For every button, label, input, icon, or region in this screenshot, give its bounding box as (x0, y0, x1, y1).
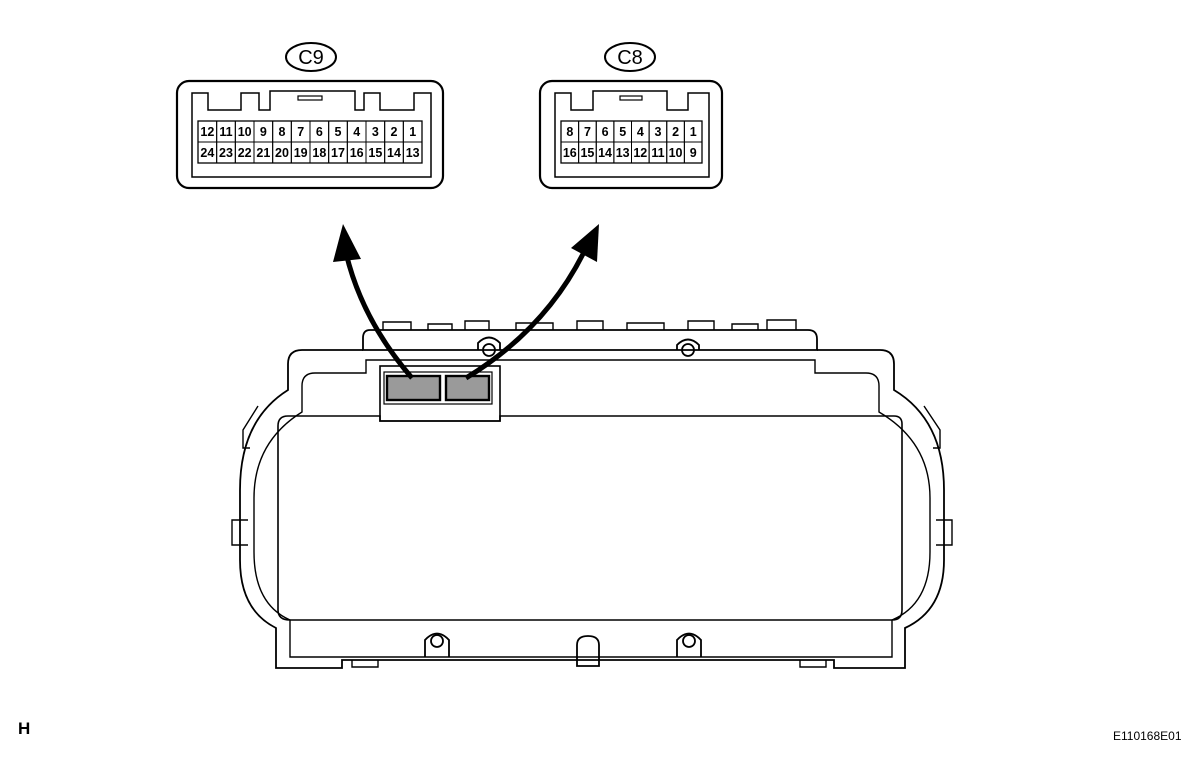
pin-number: 6 (602, 125, 609, 139)
meter-connector-block (379, 365, 501, 422)
pin-number: 10 (238, 125, 252, 139)
meter-socket-c9 (385, 374, 442, 402)
top-mount-lug-right (676, 338, 700, 350)
pin-number: 22 (238, 146, 252, 160)
pin-number: 19 (294, 146, 308, 160)
pin-number: 13 (406, 146, 420, 160)
pin-number: 12 (200, 125, 214, 139)
pin-number: 16 (563, 146, 577, 160)
meter-inner-frame (253, 359, 931, 658)
meter-connector-frame (383, 371, 493, 405)
meter-outer-body (239, 349, 945, 669)
pin-number: 23 (219, 146, 233, 160)
connector-c8-inner-outline (554, 90, 710, 178)
connector-c9-label: C9 (298, 47, 324, 69)
top-mount-lug-left (477, 336, 501, 350)
pin-number: 7 (584, 125, 591, 139)
arrow-head-c8 (571, 224, 599, 262)
pin-number: 1 (409, 125, 416, 139)
connector-c8-latch (619, 95, 643, 101)
pin-number: 16 (350, 146, 364, 160)
connector-c9-latch (297, 95, 323, 101)
pin-number: 20 (275, 146, 289, 160)
connector-c9-housing (175, 79, 445, 190)
bottom-mount-lug-right (676, 632, 702, 657)
pin-number: 14 (387, 146, 401, 160)
pin-number: 3 (372, 125, 379, 139)
connector-pointer-arrows (333, 224, 599, 381)
connector-c8-label-oval (604, 42, 656, 72)
pin-number: 21 (256, 146, 270, 160)
top-screw-hole-right (681, 343, 695, 357)
pin-number: 14 (598, 146, 612, 160)
bottom-tab-right (799, 660, 827, 668)
connector-c9-inner-outline (191, 90, 432, 178)
bottom-mount-lug-left (424, 632, 450, 657)
pin-number: 10 (669, 146, 683, 160)
arrow-to-c9 (343, 252, 414, 380)
pin-number: 11 (651, 146, 664, 160)
pin-number: 5 (335, 125, 342, 139)
pin-number: 4 (637, 125, 644, 139)
pin-number: 9 (260, 125, 267, 139)
connector-c8-housing (538, 79, 724, 190)
pin-number: 7 (297, 125, 304, 139)
pin-number: 8 (279, 125, 286, 139)
pin-number: 8 (566, 125, 573, 139)
bottom-screw-hole-left (430, 634, 444, 648)
pin-number: 4 (353, 125, 360, 139)
pin-cell (402, 141, 423, 164)
pin-number: 17 (331, 146, 345, 160)
arrow-to-c8 (464, 250, 587, 381)
pin-cell (683, 141, 703, 164)
combination-meter-assembly (231, 319, 953, 669)
meter-top-tabs (382, 319, 797, 330)
pin-number: 2 (672, 125, 679, 139)
connector-c8-label: C8 (617, 47, 643, 69)
pin-number: 15 (368, 146, 382, 160)
bottom-tab-left (351, 660, 379, 668)
side-clip-left (231, 405, 259, 546)
meter-top-plate (362, 329, 818, 351)
arrow-head-c9 (333, 224, 361, 262)
pin-number: 18 (312, 146, 326, 160)
pin-number: 1 (690, 125, 697, 139)
bottom-screw-hole-right (682, 634, 696, 648)
pin-number: 11 (219, 125, 232, 139)
meter-central-panel (277, 415, 903, 621)
pin-number: 15 (580, 146, 594, 160)
figure-code: E110168E01 (1113, 729, 1182, 743)
pin-number: 2 (391, 125, 398, 139)
view-letter: H (18, 719, 31, 738)
side-clip-right (923, 405, 953, 546)
pin-number: 12 (633, 146, 647, 160)
pin-number: 24 (200, 146, 214, 160)
pin-number: 6 (316, 125, 323, 139)
connector-c9-label-oval (285, 42, 337, 72)
pin-number: 13 (616, 146, 630, 160)
pin-number: 5 (619, 125, 626, 139)
top-screw-hole-left (482, 343, 496, 357)
pin-number: 3 (654, 125, 661, 139)
pin-number: 9 (690, 146, 697, 160)
bottom-center-tab (576, 635, 600, 667)
